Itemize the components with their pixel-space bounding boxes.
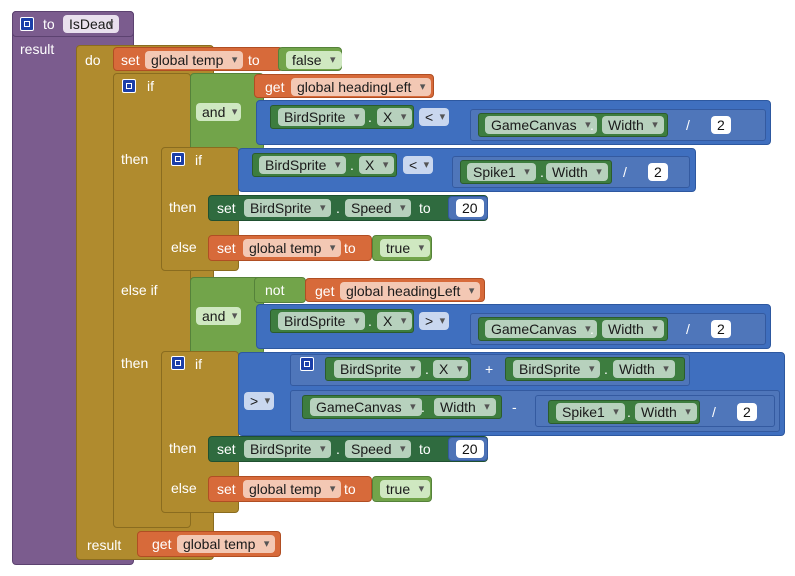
- number-2-4[interactable]: 2: [737, 403, 757, 421]
- then-label-2: then: [169, 199, 197, 215]
- x-dropdown-4[interactable]: X: [433, 360, 469, 378]
- temp-dropdown-3[interactable]: global temp: [243, 480, 342, 498]
- number-2-2[interactable]: 2: [648, 163, 668, 181]
- true-dropdown-1[interactable]: true: [380, 239, 431, 257]
- div-1: /: [686, 117, 690, 133]
- dot-8: .: [425, 361, 429, 377]
- false-dropdown[interactable]: false: [286, 51, 342, 69]
- dot-10: .: [421, 399, 425, 415]
- gamecanvas-dropdown-1[interactable]: GameCanvas: [485, 116, 597, 134]
- procedure-keyword: to: [43, 16, 55, 32]
- else-label-2: else: [171, 480, 197, 496]
- number-20-2[interactable]: 20: [456, 440, 484, 458]
- set1-set-label: set: [121, 52, 140, 68]
- addition-gear-icon[interactable]: [300, 357, 314, 371]
- then-label-1: then: [121, 151, 149, 167]
- headingleft-dropdown-2[interactable]: global headingLeft: [340, 282, 481, 300]
- to-label-3: to: [344, 240, 356, 256]
- do-label: do: [85, 52, 101, 68]
- temp-dropdown-2[interactable]: global temp: [243, 239, 342, 257]
- birdsprite-dropdown-7[interactable]: BirdSprite: [244, 440, 332, 458]
- compare-op-3[interactable]: >: [419, 312, 450, 330]
- dot-7: .: [590, 321, 594, 337]
- number-2-1[interactable]: 2: [711, 116, 731, 134]
- dot-4: .: [540, 164, 544, 180]
- nested-if-label-2: if: [195, 356, 202, 372]
- to-label-2: to: [419, 200, 431, 216]
- dot-6: .: [368, 313, 372, 329]
- then-label-3: then: [121, 355, 149, 371]
- birdsprite-dropdown-2[interactable]: BirdSprite: [259, 156, 347, 174]
- dot-9: .: [604, 361, 608, 377]
- compare-op-4[interactable]: >: [244, 392, 275, 410]
- not-block[interactable]: [254, 277, 306, 303]
- number-2-3[interactable]: 2: [711, 320, 731, 338]
- x-dropdown-3[interactable]: X: [377, 312, 413, 330]
- spike-dropdown-2[interactable]: Spike1: [556, 403, 625, 421]
- set-label-4: set: [217, 441, 236, 457]
- compare-op-1[interactable]: <: [419, 108, 450, 126]
- nested-if-gear-icon-2[interactable]: [171, 356, 185, 370]
- mutator-gear-icon[interactable]: [20, 17, 34, 31]
- if-gear-icon[interactable]: [122, 79, 136, 93]
- dot-1: .: [368, 109, 372, 125]
- if-label: if: [147, 78, 154, 94]
- dot-12: .: [336, 441, 340, 457]
- set1-var-dropdown[interactable]: global temp: [145, 51, 244, 69]
- then-label-4: then: [169, 440, 197, 456]
- width-dropdown-4[interactable]: Width: [613, 360, 675, 378]
- nested-if-label-1: if: [195, 152, 202, 168]
- do-result-label: result: [87, 537, 122, 553]
- birdsprite-dropdown-4[interactable]: BirdSprite: [278, 312, 366, 330]
- div-3: /: [686, 321, 690, 337]
- nested-if-gear-icon-1[interactable]: [171, 152, 185, 166]
- get-label-1: get: [265, 79, 285, 95]
- gamecanvas-dropdown-2[interactable]: GameCanvas: [485, 320, 597, 338]
- width-dropdown-1[interactable]: Width: [602, 116, 664, 134]
- set-label-5: set: [217, 481, 236, 497]
- speed-dropdown-2[interactable]: Speed: [345, 440, 412, 458]
- birdsprite-dropdown-5[interactable]: BirdSprite: [334, 360, 422, 378]
- temp-dropdown-result[interactable]: global temp: [177, 535, 276, 553]
- plus-label: +: [485, 361, 494, 377]
- set-label-3: set: [217, 240, 236, 256]
- true-dropdown-2[interactable]: true: [380, 480, 431, 498]
- dot-3: .: [350, 157, 354, 173]
- spike-dropdown-1[interactable]: Spike1: [467, 163, 536, 181]
- get-label-3: get: [152, 536, 172, 552]
- width-dropdown-3[interactable]: Width: [602, 320, 664, 338]
- width-dropdown-2[interactable]: Width: [546, 163, 608, 181]
- to-label-4: to: [419, 441, 431, 457]
- not-label: not: [265, 282, 285, 298]
- dot-5: .: [336, 200, 340, 216]
- compare-op-2[interactable]: <: [403, 156, 434, 174]
- number-20-1[interactable]: 20: [456, 199, 484, 217]
- headingleft-dropdown-1[interactable]: global headingLeft: [291, 78, 432, 96]
- width-dropdown-5[interactable]: Width: [434, 398, 496, 416]
- width-dropdown-6[interactable]: Width: [635, 403, 697, 421]
- and-dropdown-2[interactable]: and: [196, 307, 242, 325]
- and-dropdown-1[interactable]: and: [196, 103, 242, 121]
- dot-11: .: [627, 404, 631, 420]
- else-label-1: else: [171, 239, 197, 255]
- div-4: /: [712, 404, 716, 420]
- set-label-2: set: [217, 200, 236, 216]
- x-dropdown-1[interactable]: X: [377, 108, 413, 126]
- result-label: result: [20, 41, 55, 57]
- to-label-5: to: [344, 481, 356, 497]
- set1-to-label: to: [248, 52, 260, 68]
- birdsprite-dropdown-6[interactable]: BirdSprite: [513, 360, 601, 378]
- dot-2: .: [590, 117, 594, 133]
- x-dropdown-2[interactable]: X: [359, 156, 395, 174]
- get-label-2: get: [315, 283, 335, 299]
- div-2: /: [623, 164, 627, 180]
- speed-dropdown-1[interactable]: Speed: [345, 199, 412, 217]
- elseif-label: else if: [121, 282, 158, 298]
- birdsprite-dropdown-3[interactable]: BirdSprite: [244, 199, 332, 217]
- procedure-name-field[interactable]: IsDead: [63, 15, 120, 33]
- minus-label: -: [512, 399, 517, 415]
- gamecanvas-dropdown-3[interactable]: GameCanvas: [310, 398, 422, 416]
- birdsprite-dropdown-1[interactable]: BirdSprite: [278, 108, 366, 126]
